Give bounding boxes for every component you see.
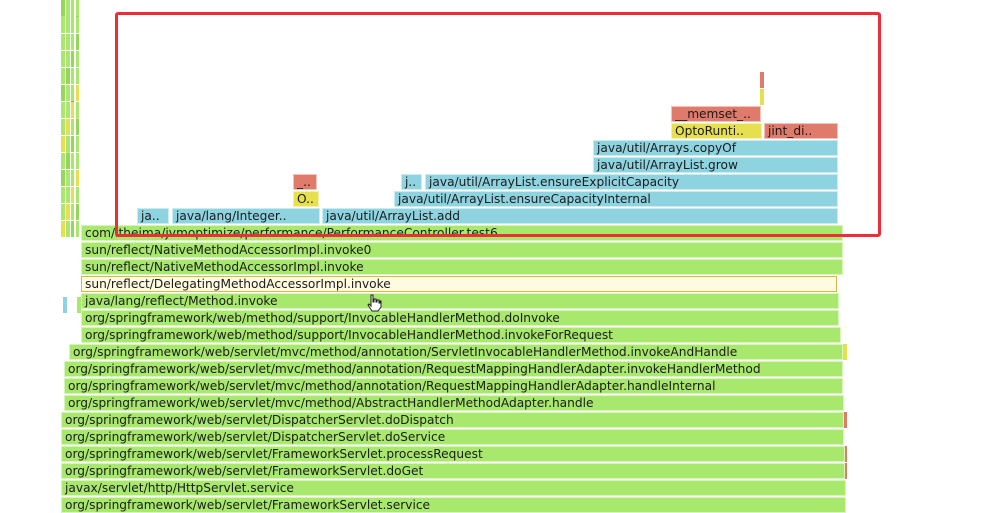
stack-frame[interactable]: sun/reflect/NativeMethodAccessorImpl.inv… <box>81 259 843 275</box>
thin-stack-frame[interactable] <box>76 34 79 50</box>
thin-stack-frame[interactable] <box>66 102 70 118</box>
stack-frame[interactable]: _.. <box>293 174 317 190</box>
thin-stack-frame[interactable] <box>71 51 74 67</box>
thin-stack-frame[interactable] <box>76 170 79 186</box>
thin-stack-frame[interactable] <box>76 187 79 203</box>
thin-stack-frame[interactable] <box>76 153 79 169</box>
stack-frame[interactable]: sun/reflect/DelegatingMethodAccessorImpl… <box>81 276 837 292</box>
thin-stack-frame[interactable] <box>63 297 67 314</box>
thin-stack-frame[interactable] <box>76 204 79 220</box>
thin-stack-frame[interactable] <box>61 17 65 33</box>
thin-stack-frame[interactable] <box>76 136 79 152</box>
stack-frame[interactable]: __memset_.. <box>671 106 761 122</box>
stack-frame[interactable]: java/util/ArrayList.add <box>322 208 838 224</box>
thin-stack-frame[interactable] <box>61 119 65 135</box>
thin-stack-frame[interactable] <box>71 0 74 16</box>
thin-stack-frame[interactable] <box>76 17 79 33</box>
thin-stack-frame[interactable] <box>71 102 74 118</box>
thin-stack-frame[interactable] <box>61 34 65 50</box>
thin-stack-frame[interactable] <box>760 72 764 89</box>
stack-frame[interactable]: java/util/ArrayList.ensureCapacityIntern… <box>394 191 838 207</box>
stack-frame[interactable]: java/lang/Integer.. <box>172 208 320 224</box>
thin-stack-frame[interactable] <box>61 170 65 186</box>
thin-stack-frame[interactable] <box>71 153 74 169</box>
thin-stack-frame[interactable] <box>843 412 847 429</box>
thin-stack-frame[interactable] <box>71 34 74 50</box>
thin-stack-frame[interactable] <box>66 51 70 67</box>
thin-stack-frame[interactable] <box>61 136 65 152</box>
thin-stack-frame[interactable] <box>843 446 847 463</box>
thin-stack-frame[interactable] <box>66 221 70 237</box>
thin-stack-frame[interactable] <box>76 51 79 67</box>
stack-frame[interactable]: org/springframework/web/servlet/mvc/meth… <box>64 378 843 394</box>
thin-stack-frame[interactable] <box>66 34 70 50</box>
stack-frame[interactable]: java/util/ArrayList.grow <box>593 157 838 173</box>
stack-frame[interactable]: O.. <box>293 191 319 207</box>
thin-stack-frame[interactable] <box>76 68 79 84</box>
thin-stack-frame[interactable] <box>71 170 74 186</box>
stack-frame[interactable]: org/springframework/web/method/support/I… <box>81 327 841 343</box>
thin-stack-frame[interactable] <box>66 85 70 101</box>
stack-frame[interactable]: j.. <box>401 174 422 190</box>
thin-stack-frame[interactable] <box>61 187 65 203</box>
thin-stack-frame[interactable] <box>61 102 65 118</box>
stack-frame[interactable]: ja.. <box>137 208 169 224</box>
thin-stack-frame[interactable] <box>66 136 70 152</box>
thin-stack-frame[interactable] <box>71 136 74 152</box>
thin-stack-frame[interactable] <box>66 17 70 33</box>
stack-frame[interactable]: org/springframework/web/servlet/Framewor… <box>61 446 845 462</box>
thin-stack-frame[interactable] <box>61 153 65 169</box>
thin-stack-frame[interactable] <box>66 0 70 16</box>
stack-frame[interactable]: java/util/Arrays.copyOf <box>593 140 838 156</box>
thin-stack-frame[interactable] <box>841 344 847 361</box>
thin-stack-frame[interactable] <box>76 221 79 237</box>
thin-stack-frame[interactable] <box>66 153 70 169</box>
thin-stack-frame[interactable] <box>66 170 70 186</box>
stack-frame[interactable]: org/springframework/web/servlet/mvc/meth… <box>64 361 843 377</box>
thin-stack-frame[interactable] <box>71 221 74 237</box>
stack-frame[interactable]: org/springframework/web/method/support/I… <box>81 310 839 326</box>
stack-frame[interactable]: javax/servlet/http/HttpServlet.service <box>61 480 846 496</box>
thin-stack-frame[interactable] <box>66 68 70 84</box>
thin-stack-frame[interactable] <box>76 0 79 16</box>
thin-stack-frame[interactable] <box>61 85 65 101</box>
thin-stack-frame[interactable] <box>71 187 74 203</box>
thin-stack-frame[interactable] <box>61 51 65 67</box>
stack-frame[interactable]: org/springframework/web/servlet/mvc/meth… <box>69 344 843 360</box>
stack-frame[interactable]: java/lang/reflect/Method.invoke <box>81 293 839 309</box>
stack-frame[interactable]: java/util/ArrayList.ensureExplicitCapaci… <box>425 174 838 190</box>
stack-frame[interactable]: com/itheima/jvmoptimize/performance/Perf… <box>81 225 843 241</box>
thin-stack-frame[interactable] <box>66 187 70 203</box>
thin-stack-frame[interactable] <box>61 68 65 84</box>
thin-stack-frame[interactable] <box>71 85 74 101</box>
thin-stack-frame[interactable] <box>76 102 79 118</box>
thin-stack-frame[interactable] <box>71 17 74 33</box>
thin-stack-frame[interactable] <box>61 204 65 220</box>
stack-frame[interactable]: org/springframework/web/servlet/Framewor… <box>61 497 846 513</box>
stack-frame[interactable]: org/springframework/web/servlet/Dispatch… <box>61 412 844 428</box>
thin-stack-frame[interactable] <box>66 119 70 135</box>
thin-stack-frame[interactable] <box>71 204 74 220</box>
stack-frame[interactable]: OptoRunti.. <box>671 123 762 139</box>
thin-stack-frame[interactable] <box>76 119 79 135</box>
thin-stack-frame[interactable] <box>71 68 74 84</box>
thin-stack-frame[interactable] <box>76 85 79 101</box>
stack-frame[interactable]: jint_di.. <box>764 123 838 139</box>
stack-frame[interactable]: org/springframework/web/servlet/Framewor… <box>61 463 845 479</box>
thin-stack-frame[interactable] <box>760 89 764 106</box>
stack-frame[interactable]: org/springframework/web/servlet/mvc/meth… <box>64 395 844 411</box>
thin-stack-frame[interactable] <box>71 119 74 135</box>
stack-frame[interactable]: org/springframework/web/servlet/Dispatch… <box>61 429 844 445</box>
stack-frame[interactable]: sun/reflect/NativeMethodAccessorImpl.inv… <box>81 242 843 258</box>
thin-stack-frame[interactable] <box>61 221 65 237</box>
thin-stack-frame[interactable] <box>61 0 65 16</box>
thin-stack-frame[interactable] <box>843 463 847 480</box>
thin-stack-frame[interactable] <box>77 297 81 314</box>
thin-stack-frame[interactable] <box>66 204 70 220</box>
